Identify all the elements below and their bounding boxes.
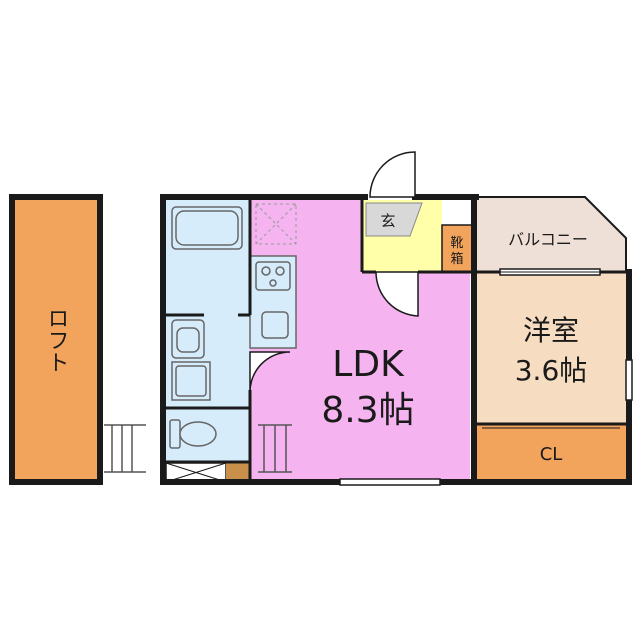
shoe-box-label-bottom: 箱 <box>450 251 463 267</box>
loft-area <box>9 194 103 485</box>
toilet-fixture <box>169 419 217 449</box>
western-room-name: 洋室 <box>523 314 579 347</box>
stove-icon <box>255 261 291 291</box>
kitchen-counter <box>249 255 297 349</box>
washroom-door[interactable] <box>249 351 291 393</box>
shoe-box-label-top: 靴 <box>450 236 463 251</box>
fridge-space <box>255 203 297 245</box>
loft-stairs <box>258 424 292 473</box>
ldk-door[interactable] <box>375 271 419 317</box>
ldk-room <box>250 200 470 480</box>
closet-label: CL <box>540 444 563 465</box>
ldk-size: 8.3帖 <box>321 390 414 431</box>
closet-area <box>476 424 626 482</box>
bathtub <box>171 206 243 250</box>
washing-machine <box>171 361 211 401</box>
shoe-box <box>441 224 473 273</box>
entrance-tile <box>365 202 423 237</box>
kitchen-sink <box>261 311 289 339</box>
entrance-door[interactable] <box>369 151 416 198</box>
balcony-label: バルコニー <box>508 230 588 249</box>
meter-box <box>226 463 250 482</box>
loft-label: ロフト <box>44 307 69 373</box>
loft-ladder <box>104 424 146 473</box>
western-room-size: 3.6帖 <box>515 354 588 387</box>
ldk-name: LDK <box>332 344 405 385</box>
entrance-label: 玄 <box>380 212 395 230</box>
western-room <box>476 272 626 424</box>
